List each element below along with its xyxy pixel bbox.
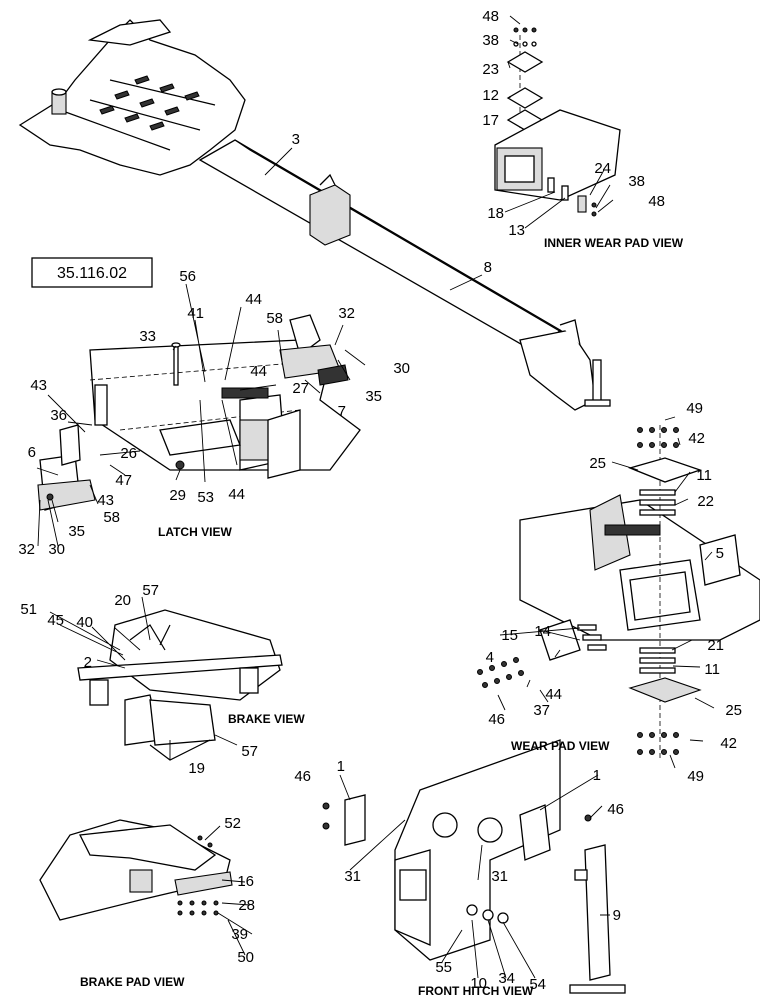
callout: 47: [115, 472, 132, 489]
title-brake-view: BRAKE VIEW: [228, 712, 305, 726]
callout: 9: [613, 907, 621, 924]
callout: 17: [482, 112, 499, 129]
title-latch-view: LATCH VIEW: [158, 525, 232, 539]
callout: 15: [501, 627, 518, 644]
callout: 25: [589, 455, 606, 472]
callout: 44: [228, 486, 245, 503]
wear-pad-view: [477, 425, 760, 760]
callout: 52: [224, 815, 241, 832]
callout: 29: [169, 487, 186, 504]
callout: 30: [393, 360, 410, 377]
leader-lines: [36, 15, 715, 979]
callout: 31: [491, 868, 508, 885]
callout: 40: [76, 614, 93, 631]
callout: 56: [179, 268, 196, 285]
callout: 43: [30, 377, 47, 394]
callout: 18: [487, 205, 504, 222]
callout: 37: [533, 702, 550, 719]
reference-box: 35.116.02: [31, 257, 153, 288]
callout: 38: [482, 32, 499, 49]
callout: 46: [294, 768, 311, 785]
callout: 11: [696, 467, 712, 484]
callout: 33: [139, 328, 156, 345]
callout: 34: [498, 970, 515, 987]
callout: 41: [187, 305, 204, 322]
callout: 44: [250, 363, 267, 380]
brake-view: [77, 609, 283, 761]
callout: 48: [648, 193, 665, 210]
callout: 35: [68, 523, 85, 540]
callout: 1: [337, 758, 345, 775]
callout: 6: [28, 444, 36, 461]
callout: 51: [20, 601, 37, 618]
callout: 28: [238, 897, 255, 914]
callout: 7: [338, 403, 346, 420]
callout: 27: [292, 380, 309, 397]
title-front-hitch-view: FRONT HITCH VIEW: [418, 984, 534, 998]
callout: 54: [529, 976, 546, 993]
callout: 16: [237, 873, 254, 890]
callout: 30: [48, 541, 65, 558]
callout: 46: [488, 711, 505, 728]
title-brake-pad-view: BRAKE PAD VIEW: [80, 975, 185, 989]
callout: 31: [344, 868, 361, 885]
view-titles: INNER WEAR PAD VIEW LATCH VIEW BRAKE VIE…: [80, 236, 684, 998]
callout: 38: [628, 173, 645, 190]
callout: 14: [534, 623, 551, 640]
callout: 55: [435, 959, 452, 976]
callout: 10: [470, 975, 487, 992]
callout: 53: [197, 489, 214, 506]
callout: 22: [697, 493, 714, 510]
front-hitch-view: [322, 739, 626, 994]
callout: 2: [84, 654, 92, 671]
callout: 58: [266, 310, 283, 327]
callout: 13: [508, 222, 525, 239]
callout: 45: [47, 612, 64, 629]
main-tongue-assembly: [18, 19, 611, 411]
callout: 32: [18, 541, 35, 558]
callout: 11: [704, 661, 720, 678]
callout: 3: [292, 131, 300, 148]
callout: 1: [593, 767, 601, 784]
inner-wear-pad-view: [494, 27, 621, 217]
callout: 32: [338, 305, 355, 322]
reference-box-label: 35.116.02: [57, 265, 127, 282]
callout: 12: [482, 87, 499, 104]
callout: 21: [707, 637, 724, 654]
callout: 57: [241, 743, 258, 760]
callout: 24: [594, 160, 611, 177]
callout: 49: [686, 400, 703, 417]
callout: 39: [231, 926, 248, 943]
callout: 36: [50, 407, 67, 424]
callout: 46: [607, 801, 624, 818]
callout: 23: [482, 61, 499, 78]
callout: 25: [725, 702, 742, 719]
callout: 26: [120, 445, 137, 462]
title-inner-wear-pad-view: INNER WEAR PAD VIEW: [544, 236, 684, 250]
callout: 50: [237, 949, 254, 966]
callout: 42: [688, 430, 705, 447]
callout: 19: [188, 760, 205, 777]
callout: 44: [245, 291, 262, 308]
callout-numbers: 48 38 23 12 17 24 38 48 18 13 3 8 56 44 …: [18, 8, 742, 993]
callout: 35: [365, 388, 382, 405]
callout: 43: [97, 492, 114, 509]
title-wear-pad-view: WEAR PAD VIEW: [511, 739, 610, 753]
callout: 8: [484, 259, 492, 276]
callout: 5: [716, 545, 724, 562]
callout: 57: [142, 582, 159, 599]
callout: 58: [103, 509, 120, 526]
callout: 20: [114, 592, 131, 609]
callout: 48: [482, 8, 499, 25]
callout: 44: [545, 686, 562, 703]
callout: 42: [720, 735, 737, 752]
callout: 4: [486, 649, 494, 666]
callout: 49: [687, 768, 704, 785]
brake-pad-view: [39, 819, 233, 921]
